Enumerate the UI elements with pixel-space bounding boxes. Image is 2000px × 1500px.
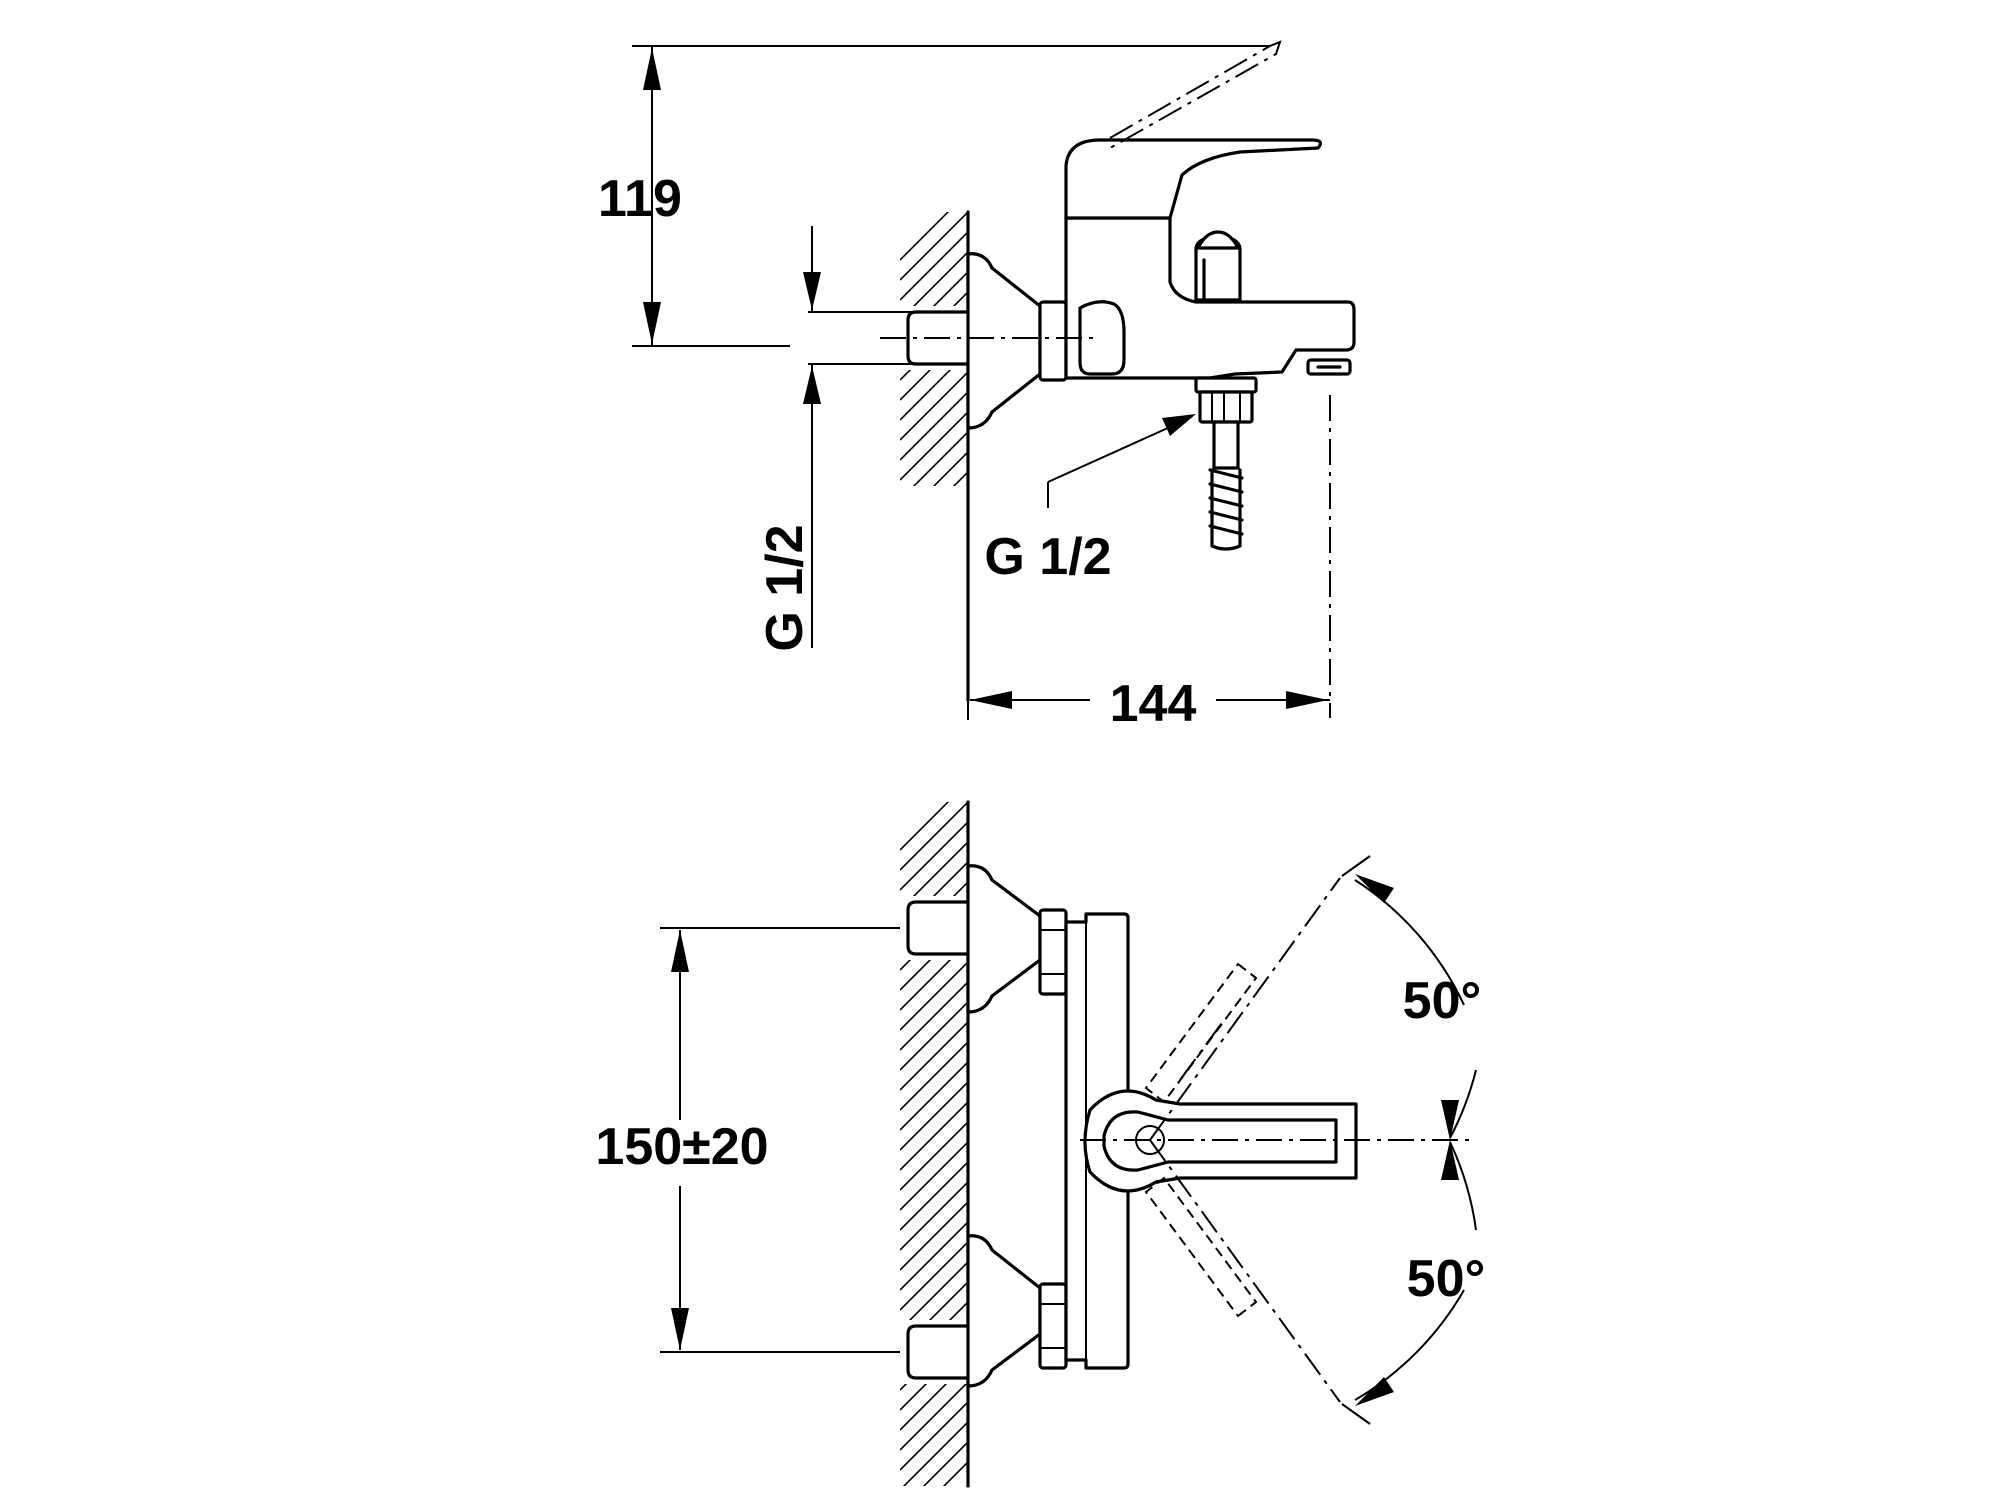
depth-label: 144 — [1110, 675, 1197, 733]
dimension-spacing: 150±20 — [595, 927, 900, 1353]
lower-inlet — [906, 1234, 1068, 1388]
spacing-label: 150±20 — [595, 1118, 768, 1176]
angle-lower-label: 50° — [1407, 1250, 1486, 1308]
lever-swing-line — [1109, 45, 1271, 139]
dimension-height: 119 — [598, 45, 1270, 347]
mixer-body — [1064, 216, 1356, 380]
lever-handle — [1064, 138, 1323, 220]
swing-line-lower — [1149, 1139, 1341, 1403]
swing-position-lower — [1144, 1176, 1258, 1318]
outlet-thread-label: G 1/2 — [984, 528, 1111, 586]
side-view: 119 G 1/2 G 1/2 144 — [598, 40, 1356, 733]
wall-hatch-top — [900, 802, 968, 1486]
leader-outlet-thread: G 1/2 — [984, 414, 1196, 586]
dimension-inlet-thread: G 1/2 — [756, 226, 912, 652]
inlet-thread-label: G 1/2 — [756, 524, 814, 651]
dimension-angle-upper: 50° — [1341, 855, 1482, 1140]
union-nut — [1038, 300, 1068, 382]
lever-socket — [1078, 300, 1126, 376]
diverter-knob — [1194, 230, 1242, 302]
upper-inlet — [906, 864, 1068, 1014]
swing-line-upper — [1149, 877, 1341, 1141]
height-label: 119 — [598, 170, 682, 228]
dimension-angle-lower: 50° — [1341, 1140, 1486, 1425]
top-view: 150±20 50° 50° — [595, 800, 1486, 1488]
swing-position-upper — [1144, 962, 1258, 1104]
shower-outlet — [1194, 376, 1258, 551]
escutcheon — [966, 252, 1042, 430]
angle-upper-label: 50° — [1403, 972, 1482, 1030]
dimension-depth: 144 — [967, 675, 1330, 733]
